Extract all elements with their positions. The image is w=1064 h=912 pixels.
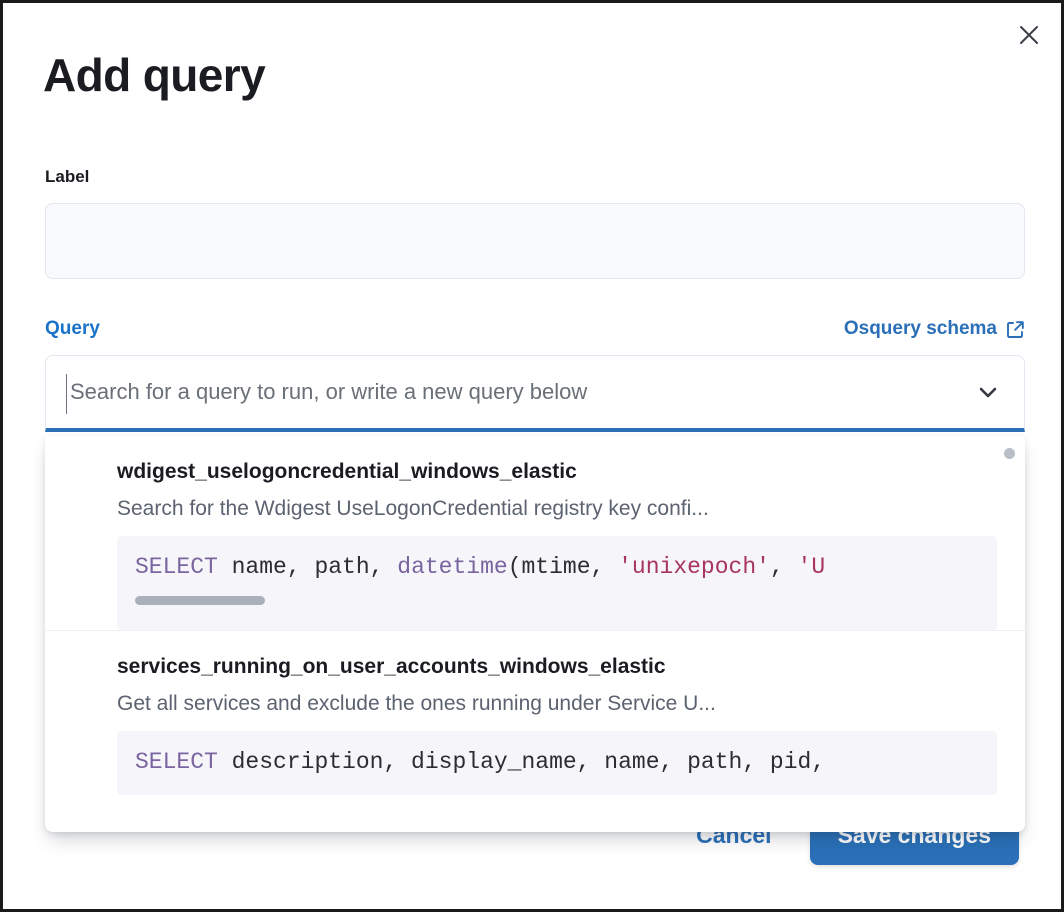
query-field-legend: Query xyxy=(45,318,100,339)
label-field-label: Label xyxy=(45,167,90,186)
osquery-schema-link[interactable]: Osquery schema xyxy=(844,316,1025,342)
add-query-flyout: Add query Label Query Osquery schema xyxy=(3,3,1061,909)
sql-token-plain: (mtime, xyxy=(507,554,619,580)
sql-token-plain: name, path, xyxy=(217,554,398,580)
sql-code-line: SELECT description, display_name, name, … xyxy=(117,745,997,779)
suggestion-description: Search for the Wdigest UseLogonCredentia… xyxy=(117,497,709,520)
suggestion-option[interactable]: services_running_on_user_accounts_window… xyxy=(45,630,1025,795)
query-field-header: Query Osquery schema xyxy=(45,316,1025,342)
sql-token-str: 'U xyxy=(797,554,826,580)
chevron-down-icon xyxy=(975,379,1001,405)
code-horizontal-scrollbar-thumb[interactable] xyxy=(135,596,265,605)
sql-token-kw: SELECT xyxy=(135,554,218,580)
suggestion-code-block: SELECT description, display_name, name, … xyxy=(117,731,997,795)
suggestion-description: Get all services and exclude the ones ru… xyxy=(117,692,716,715)
sql-token-fn: datetime xyxy=(397,554,508,580)
text-cursor xyxy=(66,374,67,414)
sql-token-str: 'unixepoch' xyxy=(618,554,770,580)
external-link-icon xyxy=(1006,320,1025,339)
vertical-scrollbar-thumb[interactable] xyxy=(1004,448,1015,459)
suggestion-option[interactable]: wdigest_uselogoncredential_windows_elast… xyxy=(45,436,1025,630)
query-combobox[interactable] xyxy=(45,355,1025,432)
close-icon-button[interactable] xyxy=(1011,17,1047,53)
suggestion-title: services_running_on_user_accounts_window… xyxy=(117,655,666,678)
code-horizontal-scrollbar[interactable] xyxy=(117,584,997,630)
osquery-schema-link-label: Osquery schema xyxy=(843,318,997,339)
sql-token-plain: , xyxy=(769,554,798,580)
label-input[interactable] xyxy=(45,203,1025,279)
sql-token-plain: description, display_name, name, path, p… xyxy=(217,749,826,775)
combobox-toggle-button[interactable] xyxy=(966,370,1010,414)
query-search-input[interactable] xyxy=(66,379,966,405)
sql-code-line: SELECT name, path, datetime(mtime, 'unix… xyxy=(117,550,997,584)
page-title: Add query xyxy=(43,49,266,101)
query-suggestions-dropdown[interactable]: wdigest_uselogoncredential_windows_elast… xyxy=(45,436,1025,832)
suggestion-code-block: SELECT name, path, datetime(mtime, 'unix… xyxy=(117,536,997,630)
close-icon xyxy=(1018,24,1040,46)
suggestion-title: wdigest_uselogoncredential_windows_elast… xyxy=(117,460,577,483)
suggestions-list: wdigest_uselogoncredential_windows_elast… xyxy=(45,436,1025,832)
sql-token-kw: SELECT xyxy=(135,749,218,775)
